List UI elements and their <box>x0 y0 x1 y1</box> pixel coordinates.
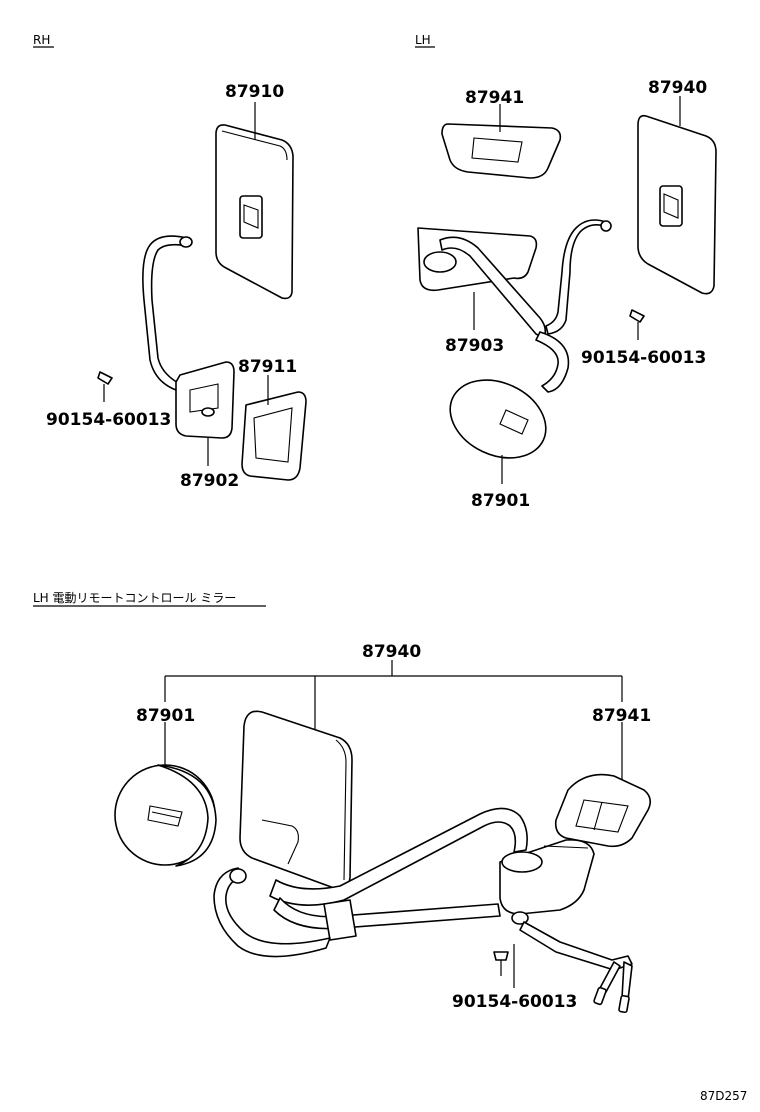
section-label-rh: RH <box>33 33 50 47</box>
lh-cover-drawing <box>441 123 562 179</box>
power-harness-drawing <box>511 911 633 1014</box>
lh-cover-label: 87941 <box>465 88 524 108</box>
rh-bracket-label: 87902 <box>180 471 239 491</box>
section-label-lh: LH <box>415 33 431 47</box>
lh-mirror-outer-drawing <box>637 114 717 295</box>
diagram-code: 87D257 <box>700 1089 747 1103</box>
power-mirror-head-drawing <box>239 710 353 890</box>
power-cover-drawing <box>554 773 652 848</box>
power-arm-drawing <box>213 807 528 958</box>
rh-bracket-drawing <box>175 361 235 439</box>
rh-screw-label: 90154-60013 <box>46 410 171 430</box>
lh-screw-label: 90154-60013 <box>581 348 706 368</box>
power-base-drawing <box>499 838 595 915</box>
rh-screw-icon <box>97 371 113 402</box>
rh-cover-label: 87911 <box>238 357 297 377</box>
power-under-mirror-drawing <box>114 764 217 867</box>
rh-stay-arm-drawing <box>142 235 193 391</box>
rh-cover-drawing <box>241 391 307 481</box>
section-label-lh-power: LH 電動リモートコントロール ミラー <box>33 591 236 605</box>
lh-under-mirror-drawing <box>449 379 547 459</box>
rh-mirror-outer-drawing <box>215 124 294 300</box>
lh-mirror-outer-label: 87940 <box>648 78 707 98</box>
lh-stay-drawing <box>417 219 612 393</box>
lh-stay-label: 87903 <box>445 336 504 356</box>
lh-under-mirror-label: 87901 <box>471 491 530 511</box>
power-assembly-label: 87940 <box>362 642 421 662</box>
power-screw-icon <box>493 944 515 988</box>
lh-screw-icon <box>629 309 645 340</box>
power-screw-label: 90154-60013 <box>452 992 577 1012</box>
rh-mirror-outer-label: 87910 <box>225 82 284 102</box>
power-under-mirror-label: 87901 <box>136 706 195 726</box>
power-cover-label: 87941 <box>592 706 651 726</box>
